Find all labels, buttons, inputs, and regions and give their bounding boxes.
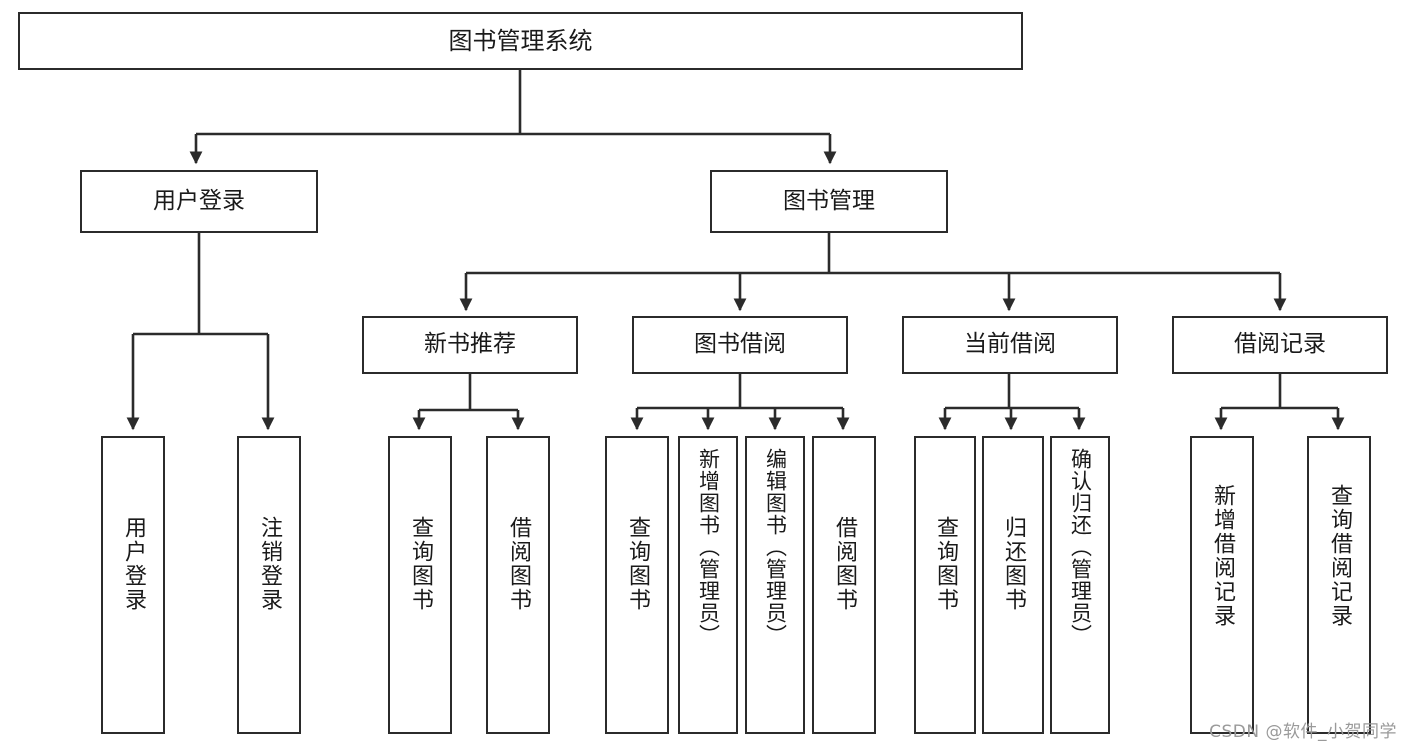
node-label: 查询借阅记录 [1327,484,1352,628]
node-label: 借阅图书 [832,516,857,612]
leaf-confirm-return-admin[interactable]: 确认归还（管理员） [1050,436,1110,734]
leaf-borrow-books-borrow[interactable]: 借阅图书 [812,436,876,734]
leaf-query-borrow-record[interactable]: 查询借阅记录 [1307,436,1371,734]
node-label: 当前借阅 [964,331,1056,358]
node-label: 图书管理 [783,187,875,214]
node-label: 查询图书 [625,516,650,612]
node-label: 查询图书 [933,516,958,612]
node-label: 借阅记录 [1234,331,1326,358]
node-label: 图书借阅 [694,331,786,358]
node-new-book-recommendation[interactable]: 新书推荐 [362,316,578,374]
node-user-login[interactable]: 用户登录 [80,170,318,233]
leaf-user-login[interactable]: 用户登录 [101,436,165,734]
node-label: 确认归还（管理员） [1068,448,1093,646]
node-label: 编辑图书（管理员） [763,448,788,646]
leaf-logout[interactable]: 注销登录 [237,436,301,734]
node-label: 用户登录 [153,187,245,214]
leaf-query-books-borrow[interactable]: 查询图书 [605,436,669,734]
leaf-query-books-current[interactable]: 查询图书 [914,436,976,734]
node-root-book-management-system[interactable]: 图书管理系统 [18,12,1023,70]
node-label: 借阅图书 [506,516,531,612]
node-label: 图书管理系统 [448,26,593,55]
node-label: 归还图书 [1001,516,1026,612]
leaf-add-book-admin[interactable]: 新增图书（管理员） [678,436,738,734]
node-label: 查询图书 [408,516,433,612]
node-label: 新增图书（管理员） [696,448,721,646]
node-label: 注销登录 [257,516,282,612]
leaf-query-books-newbook[interactable]: 查询图书 [388,436,452,734]
node-current-borrowing[interactable]: 当前借阅 [902,316,1118,374]
leaf-return-books[interactable]: 归还图书 [982,436,1044,734]
node-label: 用户登录 [121,516,146,612]
leaf-edit-book-admin[interactable]: 编辑图书（管理员） [745,436,805,734]
leaf-borrow-books-newbook[interactable]: 借阅图书 [486,436,550,734]
node-book-management[interactable]: 图书管理 [710,170,948,233]
node-borrowing-record[interactable]: 借阅记录 [1172,316,1388,374]
node-book-borrowing[interactable]: 图书借阅 [632,316,848,374]
node-label: 新增借阅记录 [1210,484,1235,628]
leaf-add-borrow-record[interactable]: 新增借阅记录 [1190,436,1254,734]
node-label: 新书推荐 [424,331,516,358]
